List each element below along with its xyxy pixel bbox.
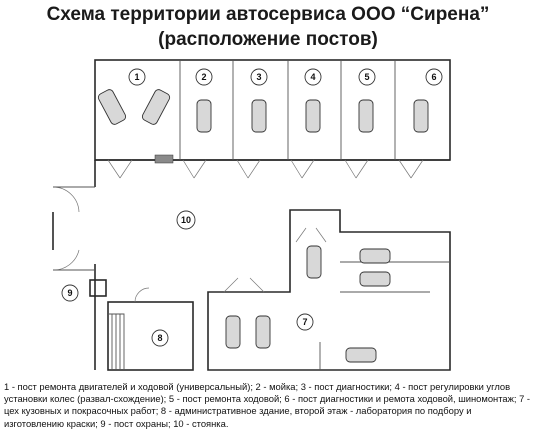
car-icon: [225, 315, 241, 349]
admin-building: [107, 287, 194, 371]
post-label-7: 7: [302, 317, 307, 327]
car-icon: [196, 99, 212, 133]
title-line-1: Схема территории автосервиса ООО “Сирена…: [46, 4, 490, 25]
post-label-5: 5: [364, 72, 369, 82]
site-plan: 1 2 3 4 5 6 7 8 9 10: [52, 59, 451, 371]
diagram-title: Схема территории автосервиса ООО “Сирена…: [0, 2, 536, 52]
post-label-10: 10: [181, 215, 191, 225]
car-icon: [306, 245, 322, 279]
service-bays-block: [94, 59, 451, 179]
stairs-icon: [108, 313, 125, 370]
parking-area: [52, 160, 96, 370]
bay-gates: [107, 159, 424, 179]
admin-building-wall: [107, 301, 194, 371]
car-icon: [359, 248, 391, 264]
car-icon: [359, 271, 391, 287]
post-number-markers: 1 2 3 4 5 6 7 8 9 10: [61, 68, 443, 347]
post-label-6: 6: [431, 72, 436, 82]
parking-left-edge: [52, 160, 96, 370]
car-icon: [413, 99, 429, 133]
car-icon: [141, 89, 171, 125]
car-icon: [255, 315, 271, 349]
title-line-2: (расположение постов): [158, 29, 378, 50]
body-shop-block: [207, 209, 451, 371]
car-icon: [305, 99, 321, 133]
car-icon: [358, 99, 374, 133]
guard-post-wall: [89, 279, 107, 297]
guard-post: [89, 279, 107, 297]
post-label-4: 4: [310, 72, 315, 82]
post-label-3: 3: [256, 72, 261, 82]
window-marker: [154, 154, 174, 164]
post-label-2: 2: [201, 72, 206, 82]
car-icon: [251, 99, 267, 133]
post-label-8: 8: [157, 333, 162, 343]
post-label-9: 9: [67, 288, 72, 298]
car-icon: [97, 89, 127, 125]
post-label-1: 1: [134, 72, 139, 82]
bay-cars: [97, 89, 429, 133]
car-icon: [345, 347, 377, 363]
body-shop-wall: [207, 209, 451, 371]
plan-legend: 1 - пост ремонта двигателей и ходовой (у…: [4, 381, 531, 429]
